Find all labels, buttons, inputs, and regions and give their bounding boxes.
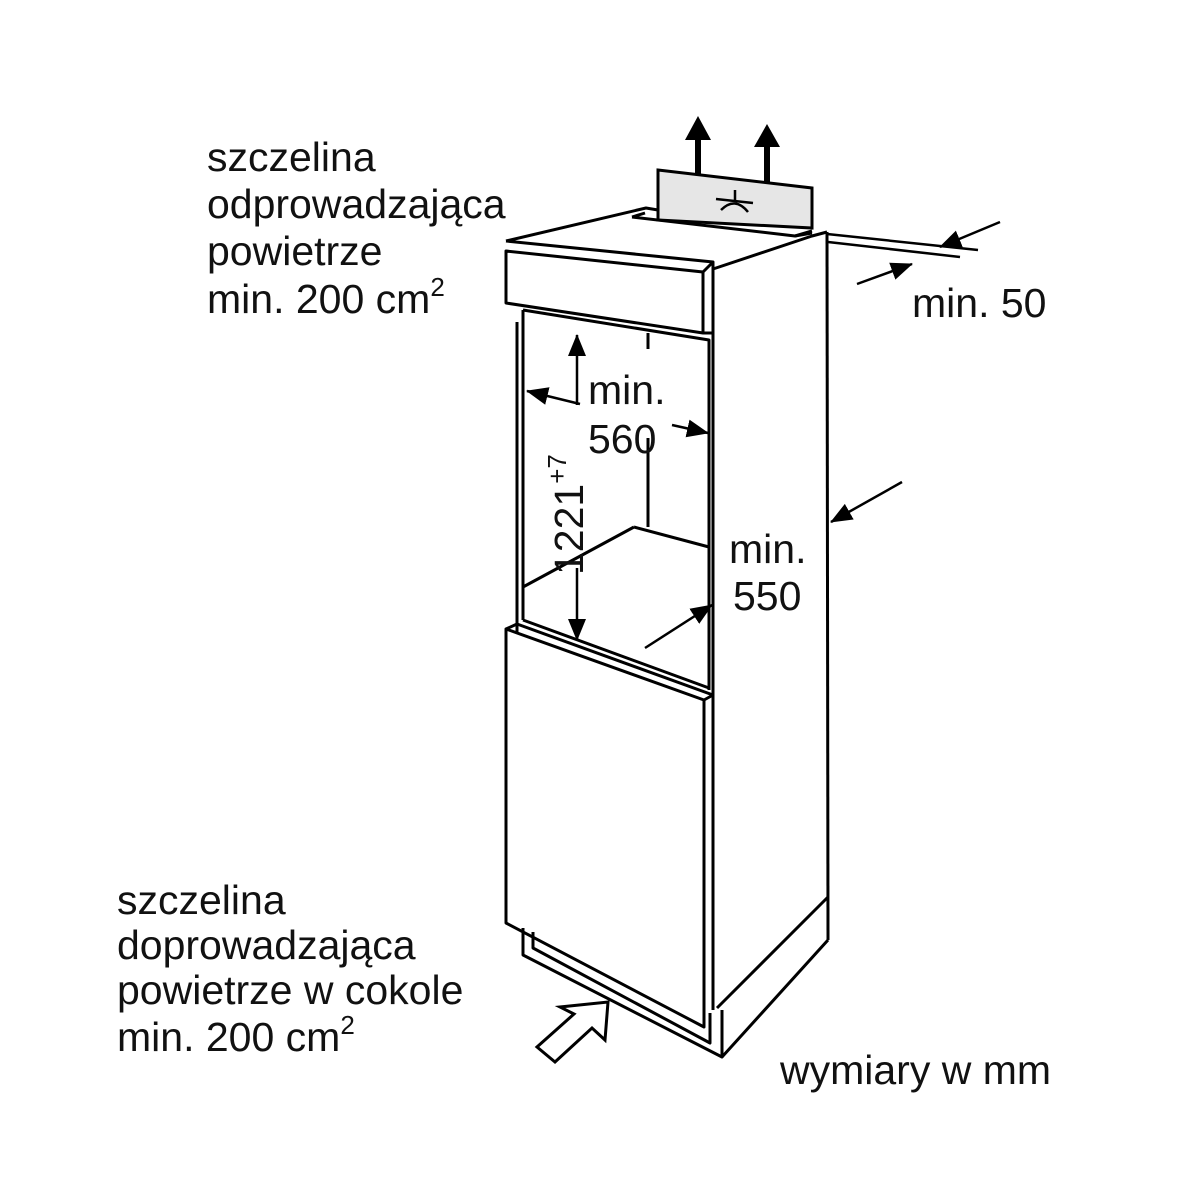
outlet-line4: min. 200 cm2 <box>207 272 445 322</box>
depth-min-label: min. <box>729 526 806 572</box>
width-value-label: 560 <box>588 416 656 462</box>
gap-dimension <box>826 220 1001 286</box>
depth-dimension <box>644 480 903 650</box>
height-label: 1221+7 <box>542 454 592 575</box>
gap-label: min. 50 <box>912 280 1046 326</box>
airflow-up-arrow-icon <box>685 116 780 184</box>
outlet-line2: odprowadzająca <box>207 181 506 227</box>
fan-symbol-icon <box>715 190 754 213</box>
appliance-door <box>504 618 715 1029</box>
inlet-area: min. 200 cm <box>117 1014 340 1060</box>
inlet-label: szczelina doprowadzająca powietrze w cok… <box>117 877 463 1060</box>
cabinet-crown <box>504 239 715 335</box>
units-label: wymiary w mm <box>779 1047 1051 1093</box>
outlet-label: szczelina odprowadzająca powietrze min. … <box>207 134 506 322</box>
outlet-area-sup: 2 <box>430 272 444 302</box>
height-tolerance: +7 <box>542 454 572 484</box>
inlet-line1: szczelina <box>117 877 286 923</box>
outlet-line3: powietrze <box>207 228 382 274</box>
airflow-inlet-arrow-icon <box>534 1000 610 1064</box>
inlet-line3: powietrze w cokole <box>117 967 463 1013</box>
width-dimension <box>526 387 709 438</box>
height-value: 1221 <box>546 484 592 575</box>
inlet-area-sup: 2 <box>340 1010 354 1040</box>
depth-value-label: 550 <box>733 573 801 619</box>
niche-opening <box>515 308 711 690</box>
inlet-line4: min. 200 cm2 <box>117 1010 355 1060</box>
outlet-area: min. 200 cm <box>207 276 430 322</box>
cabinet-side-panel <box>711 231 830 1059</box>
width-min-label: min. <box>588 367 665 413</box>
inlet-line2: doprowadzająca <box>117 922 416 968</box>
plinth <box>521 928 724 1059</box>
outlet-line1: szczelina <box>207 134 376 180</box>
cabinet-top <box>505 206 828 271</box>
